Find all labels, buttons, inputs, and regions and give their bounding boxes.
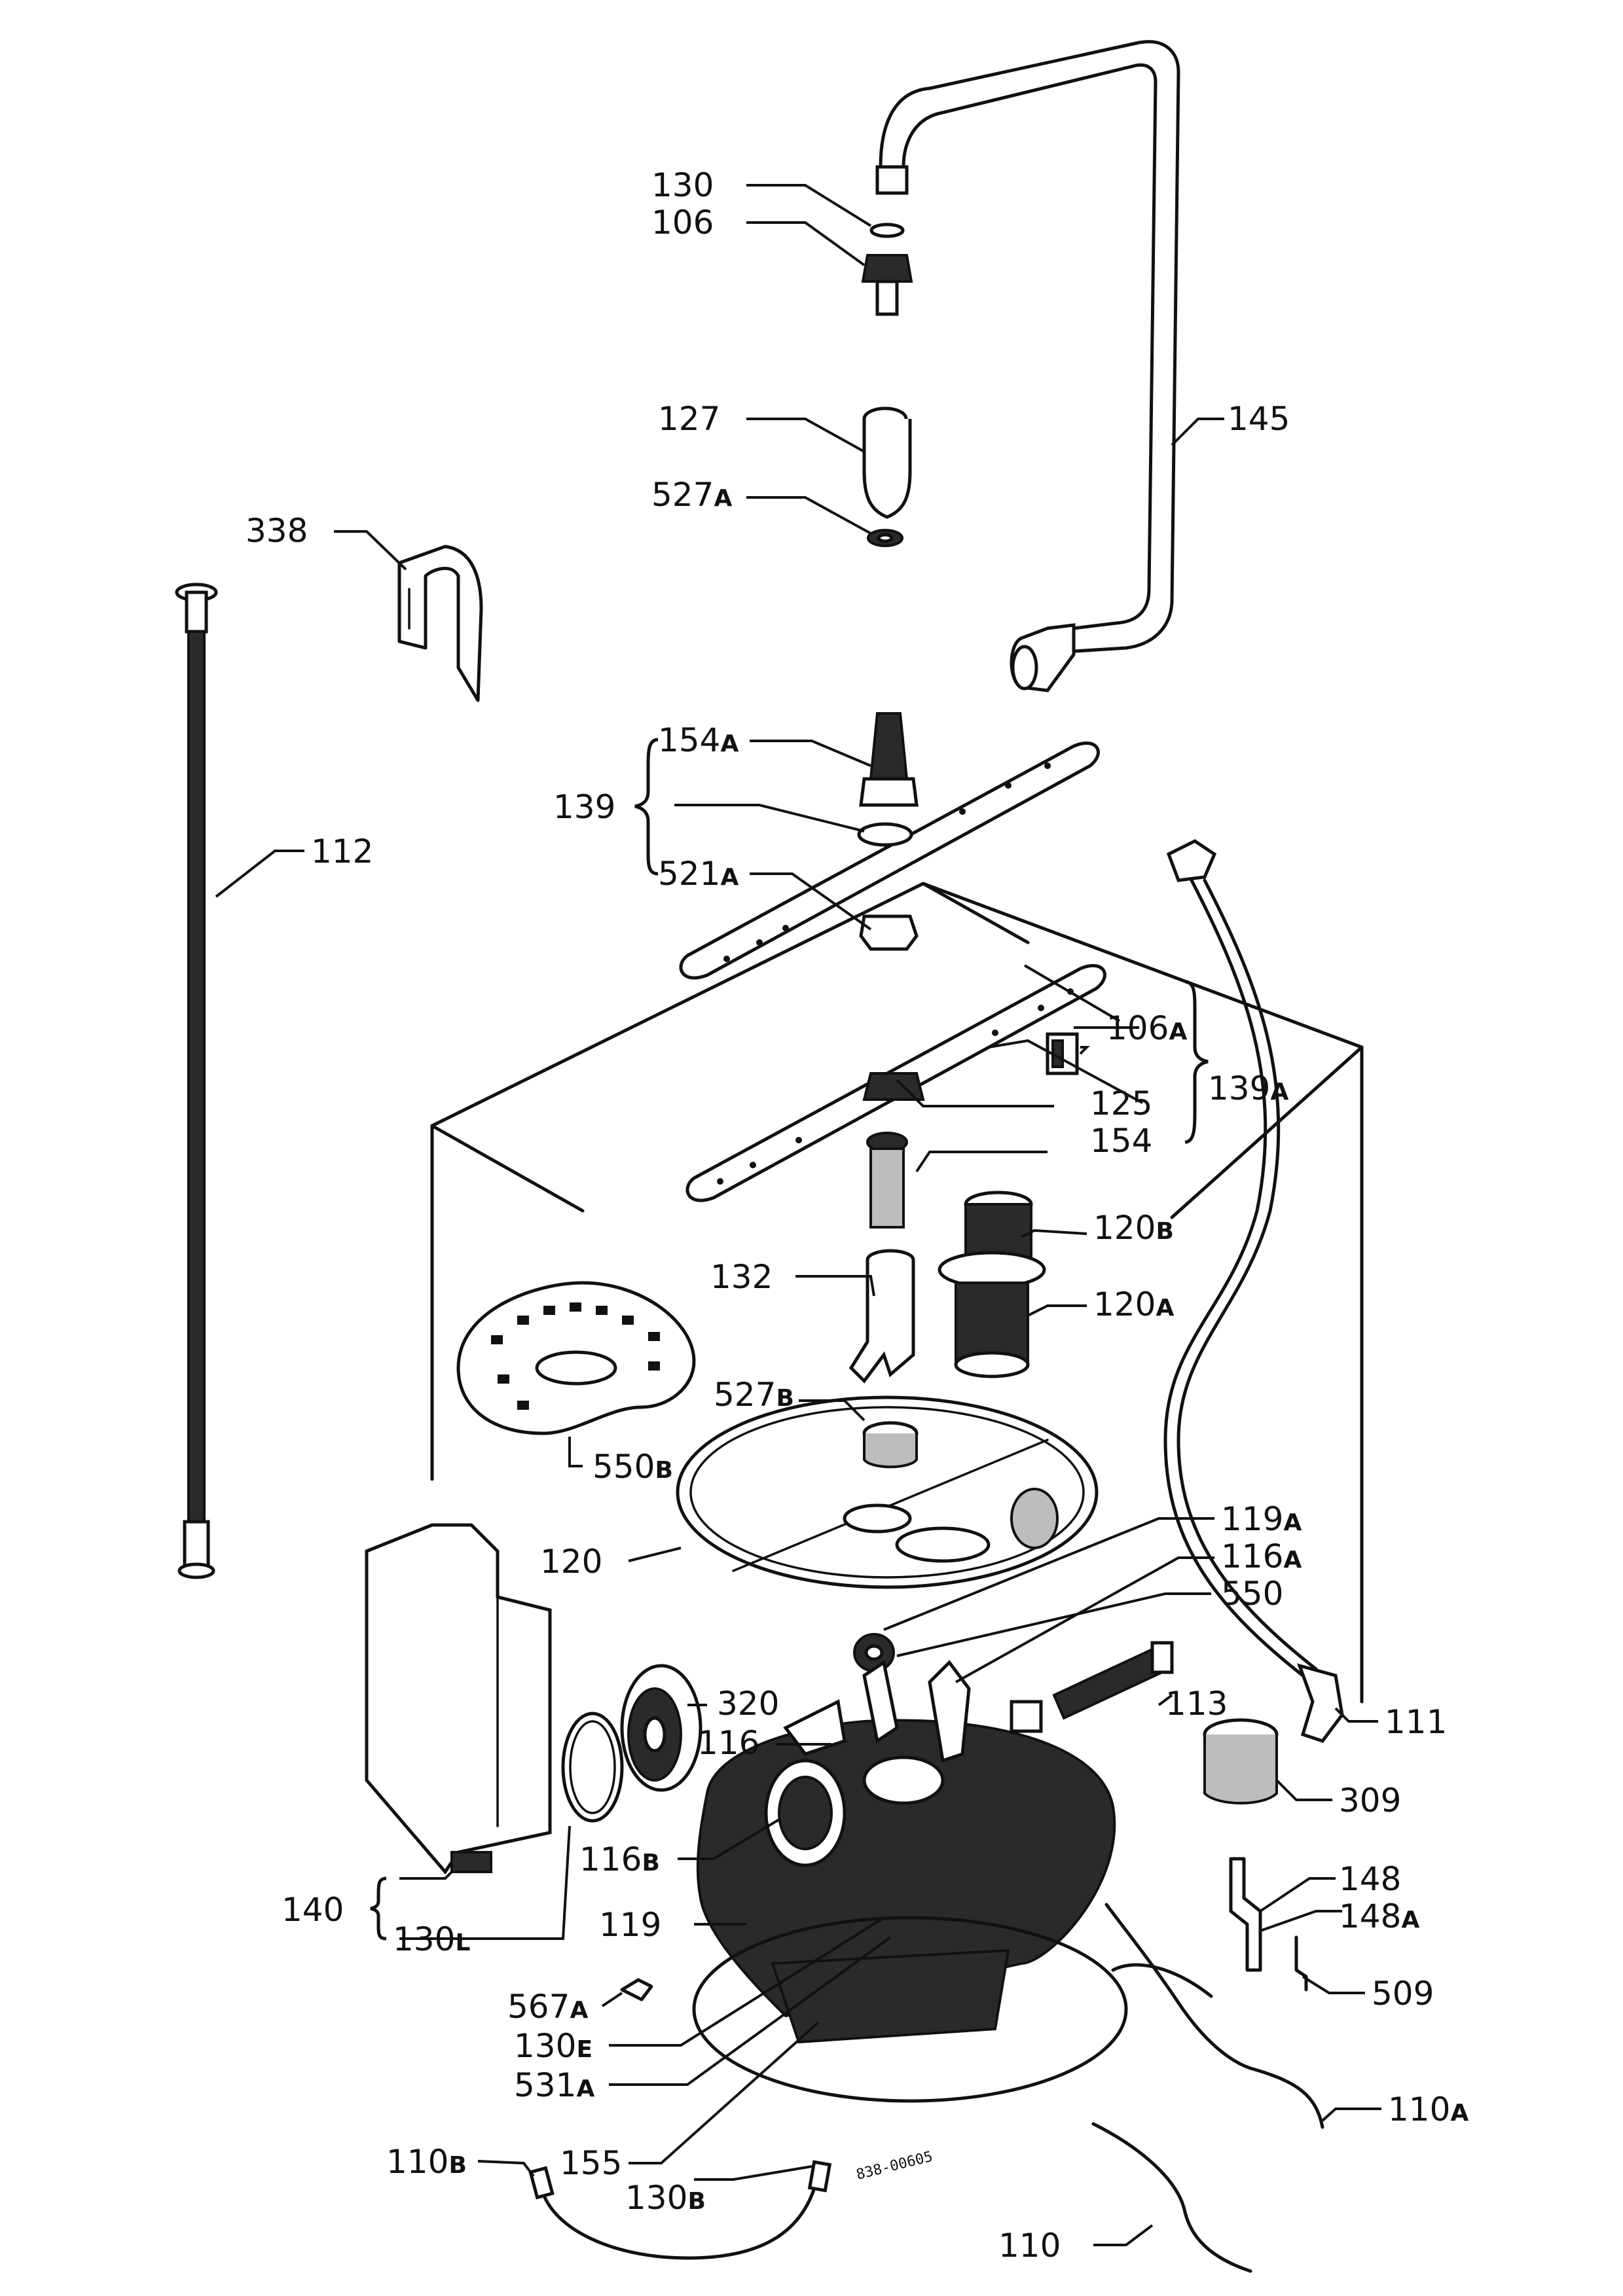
label-113: 113 [1165, 1685, 1228, 1723]
label-320: 320 [717, 1685, 779, 1723]
sump-housing-119 [696, 1659, 1116, 2044]
label-112: 112 [311, 833, 373, 870]
clips-148 [1229, 1857, 1308, 1992]
label-145: 145 [1228, 400, 1290, 438]
label-139: 139 [553, 788, 615, 826]
label-111: 111 [1385, 1703, 1447, 1741]
clip-338 [397, 545, 483, 702]
pipe-132 [848, 1249, 915, 1384]
label-139a: 139A [1208, 1069, 1288, 1107]
hose-112 [175, 583, 218, 1579]
label-148a: 148A [1339, 1897, 1419, 1935]
gasket-130l [561, 1712, 624, 1823]
plate-550b [456, 1281, 696, 1435]
pump-cover-320 [620, 1664, 702, 1792]
label-509: 509 [1372, 1975, 1434, 2013]
label-106a: 106A [1106, 1009, 1187, 1047]
brace-139a [1184, 980, 1209, 1144]
hose-110b [528, 2160, 832, 2260]
label-119a: 119A [1221, 1500, 1302, 1538]
sump-ring-120 [676, 1395, 1099, 1589]
label-132: 132 [710, 1258, 773, 1296]
part-309 [1203, 1718, 1279, 1804]
label-309: 309 [1339, 1782, 1401, 1820]
hose-110 [1091, 2122, 1252, 2273]
label-521a: 521A [658, 855, 739, 893]
label-140: 140 [282, 1891, 344, 1929]
brace-139 [634, 738, 659, 876]
seal-ring-130b [692, 1916, 1128, 2103]
label-120a: 120A [1093, 1285, 1174, 1323]
label-110: 110 [998, 2227, 1061, 2265]
leader-lines [215, 184, 1381, 2246]
label-550: 550 [1221, 1575, 1283, 1613]
label-527b: 527B [714, 1376, 794, 1414]
hose-110a [1104, 1903, 1324, 2129]
label-127: 127 [658, 400, 720, 438]
upper-spray-arm [679, 712, 1100, 980]
label-130e: 130E [514, 2027, 593, 2065]
label-550b: 550B [593, 1448, 673, 1486]
label-154: 154 [1090, 1122, 1152, 1160]
reservoir-140 [365, 1523, 552, 1875]
label-130b: 130B [625, 2179, 706, 2217]
label-125: 125 [1090, 1085, 1152, 1122]
label-148: 148 [1339, 1860, 1401, 1898]
label-338: 338 [246, 512, 308, 550]
upper-feed-tube [875, 40, 1180, 692]
label-120b: 120B [1093, 1209, 1174, 1247]
coupling-127 [862, 406, 912, 547]
label-110b: 110B [386, 2143, 467, 2181]
label-120: 120 [540, 1543, 602, 1581]
upper-nozzle-assembly [861, 223, 913, 316]
brace-140 [370, 1876, 387, 1941]
label-119: 119 [599, 1906, 661, 1944]
part-567a [620, 1978, 653, 2001]
label-116b: 116B [579, 1840, 660, 1878]
label-130l: 130L [393, 1920, 470, 1958]
nozzle-154 [866, 1132, 908, 1229]
label-527a: 527A [651, 476, 732, 514]
drawing-stamp: 838-00605 [854, 2149, 934, 2183]
label-116a: 116A [1221, 1537, 1302, 1575]
filter-120a [938, 1251, 1046, 1378]
label-110a: 110A [1388, 2090, 1468, 2128]
label-567a: 567A [507, 1988, 588, 2026]
pipe-113 [1010, 1641, 1174, 1733]
label-155: 155 [560, 2144, 622, 2182]
disk-550 [853, 1633, 895, 1672]
label-116: 116 [697, 1724, 759, 1762]
inlet-hose-111 [1163, 839, 1344, 1743]
label-106: 106 [651, 204, 714, 242]
label-531a: 531A [514, 2066, 594, 2104]
label-130: 130 [651, 166, 714, 204]
label-154a: 154A [658, 721, 739, 759]
callout-labels: 130 106 127 527A 145 338 112 154A 139 52… [246, 166, 1468, 2265]
